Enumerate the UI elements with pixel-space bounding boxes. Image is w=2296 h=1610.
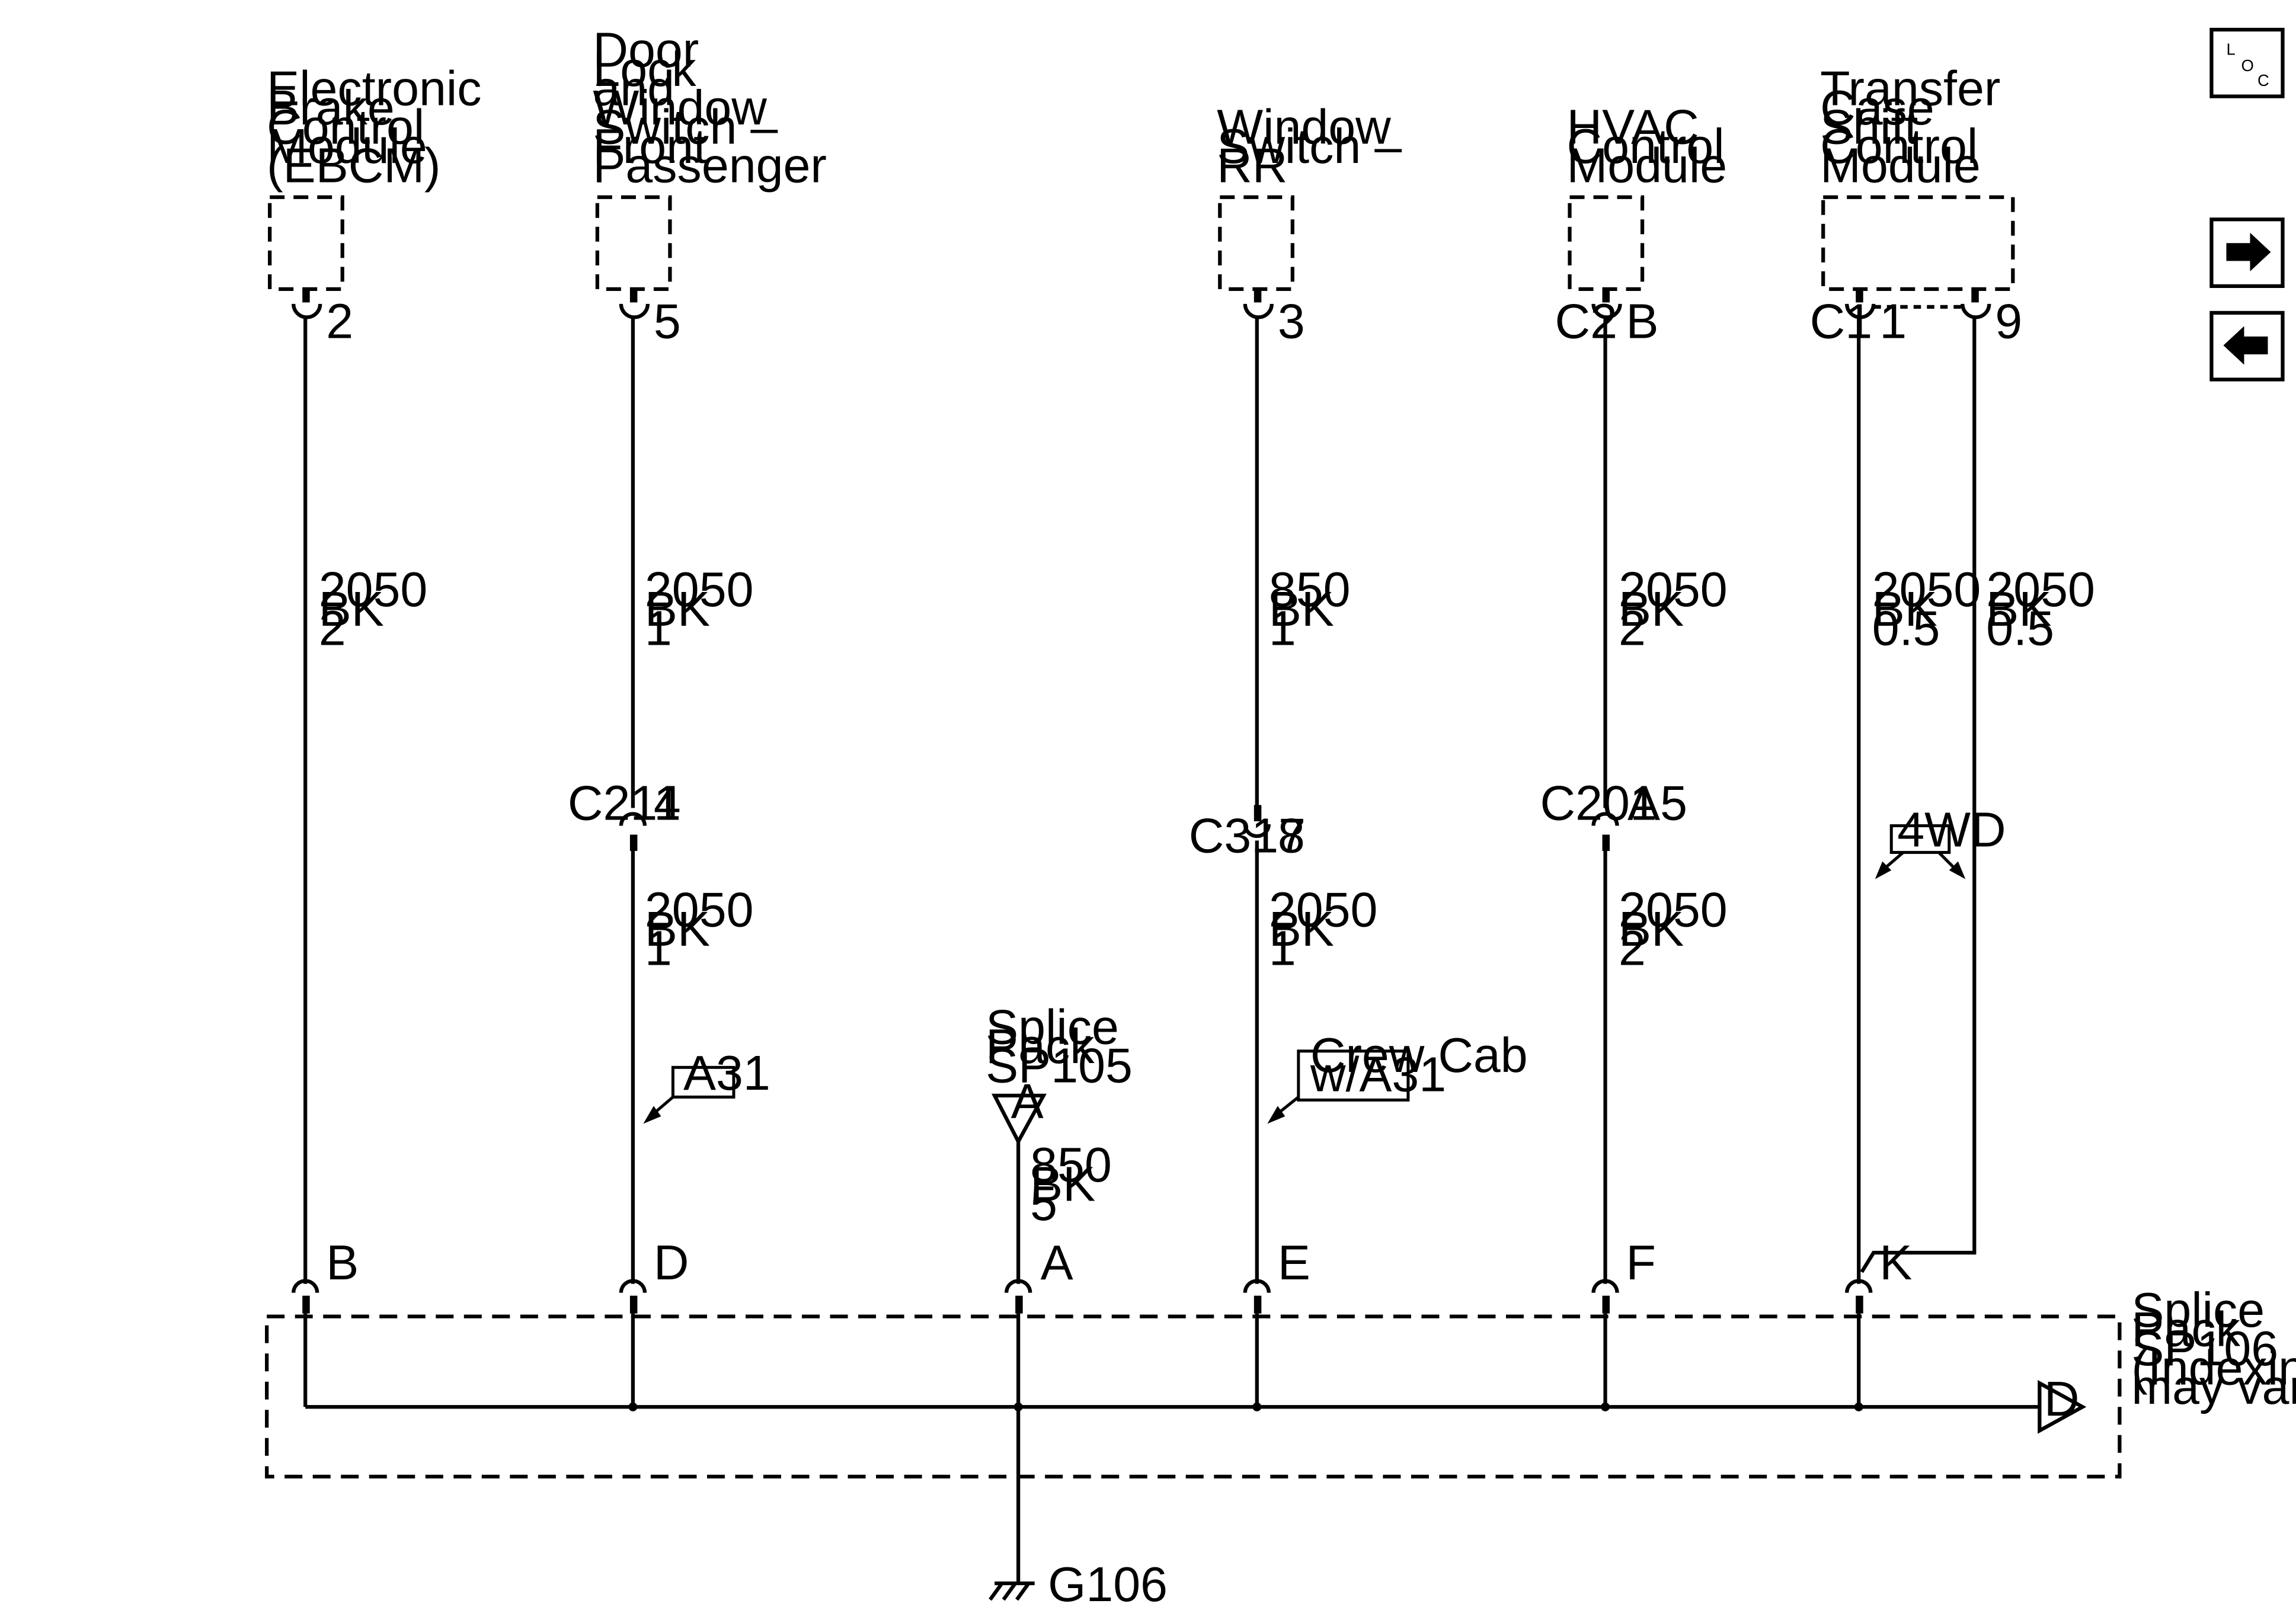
transfer-case-module-box (1821, 195, 2015, 291)
sp106-pin-d (619, 1279, 647, 1314)
a31-option-box (671, 1065, 736, 1099)
next-page-button[interactable] (2209, 217, 2285, 288)
sp106-pin-f-label: F (1626, 1235, 1656, 1290)
sp106-offpage-letter: D (2044, 1372, 2080, 1426)
transfer-case-pin-9 (1961, 289, 1991, 319)
splice-dot-d (628, 1402, 638, 1411)
fourwd-arrow-right-head (1949, 861, 1966, 879)
sp106-pin-e-label: E (1278, 1235, 1310, 1290)
sp106-pin-e (1243, 1279, 1271, 1314)
fourwd-option-box (1889, 824, 1951, 854)
location-button[interactable]: L O C (2209, 27, 2285, 98)
fourwd-option-label: 4WD (1897, 803, 2006, 857)
sp106-pin-a-label: A (1041, 1235, 1073, 1290)
sp105-label: Splice Pack SP105 (986, 1000, 1133, 1093)
sp106-box (265, 1314, 2122, 1478)
door-lock-pin (619, 289, 650, 319)
c317-id: C317 (1189, 809, 1306, 863)
transfer-case-pin-1-number: 1 (1879, 294, 1907, 348)
ebcm-pin (292, 289, 322, 319)
sp106-pin-k-label: K (1879, 1235, 1912, 1290)
c201-connector (1591, 812, 1619, 852)
arrow-left-icon (2223, 326, 2268, 365)
hvac-pin-number: B (1626, 294, 1659, 348)
fourwd-arrow-left-head (1875, 861, 1892, 879)
transfer-case-wire-9 (1860, 315, 1977, 1273)
sp105-wire-label: 850 BK 5 (1030, 1138, 1125, 1231)
splice-dot-f (1601, 1402, 1610, 1411)
door-lock-wire-lower-label: 2050 BK 1 (645, 883, 768, 976)
sp106-offpage-triangle (2038, 1379, 2087, 1434)
transfer-case-wire-9-label: 2050 BK 0.5 (1986, 562, 2109, 655)
a31-option-label: A31 (683, 1046, 770, 1100)
window-switch-pin (1243, 289, 1274, 319)
sp106-pin-k (1845, 1279, 1873, 1314)
sp105-letter: A (1011, 1074, 1044, 1128)
ground-icon (989, 1581, 1035, 1601)
sp106-pin-d-label: D (654, 1235, 689, 1290)
arrow-right-icon (2226, 232, 2271, 271)
sp106-pin-b-label: B (326, 1235, 359, 1290)
c317-pin-number: 8 (1278, 809, 1305, 863)
hvac-wire-upper-label: 2050 BK 2 (1619, 562, 1741, 655)
crew-cab-option-label: Crew Cab w/A31 (1310, 1028, 1542, 1102)
crew-cab-arrow-head (1267, 1106, 1285, 1124)
window-switch-rr-label: Window Switch – RR (1217, 100, 1415, 193)
sp106-pin-a (1005, 1279, 1032, 1314)
c201-pin-number: A5 (1627, 776, 1687, 831)
c317-connector (1243, 805, 1271, 838)
splice-dot-e (1252, 1402, 1262, 1411)
c201-id: C201 (1540, 776, 1657, 831)
sp105-triangle (992, 1093, 1047, 1146)
door-lock-pin-number: 5 (654, 294, 681, 348)
ebcm-label: Electronic Brake Control Module (EBCM) (267, 62, 495, 193)
hvac-module-label: HVAC Control Module (1567, 100, 1738, 193)
transfer-case-pin-9-number: 9 (1995, 294, 2022, 348)
hvac-wire-lower-label: 2050 BK 2 (1619, 883, 1741, 976)
previous-page-button[interactable] (2209, 311, 2285, 382)
ground-id: G106 (1048, 1557, 1168, 1610)
hvac-module-box (1568, 195, 1645, 291)
transfer-case-module-label: Transfer Case Shift Control Module (1820, 62, 2014, 193)
ebcm-box (268, 195, 344, 291)
window-switch-wire-upper-label: 850 BK 1 (1269, 562, 1364, 655)
sp106-pin-f (1591, 1279, 1619, 1314)
a31-arrow-head (643, 1106, 661, 1124)
splice-dot-k (1854, 1402, 1863, 1411)
window-switch-wire-lower-label: 2050 BK 1 (1269, 883, 1392, 976)
location-icon-l: L (2226, 40, 2235, 59)
splice-dot-a (1013, 1402, 1023, 1411)
door-lock-switch-box (595, 195, 672, 291)
location-icon-c: C (2257, 71, 2269, 89)
ebcm-pin-number: 2 (326, 294, 353, 348)
door-lock-switch-label: Door Lock and Window Switch – Front Pass… (593, 23, 826, 193)
c211-id: C211 (568, 776, 681, 831)
sp106-pin-b (292, 1279, 319, 1314)
window-switch-pin-number: 3 (1278, 294, 1305, 348)
crew-cab-option-box (1297, 1049, 1410, 1102)
sp106-label: Splice Pack SP106 (Indexing may vary) (2131, 1283, 2296, 1414)
window-switch-rr-box (1218, 195, 1294, 291)
ebcm-wire-label: 2050 BK 2 (319, 562, 442, 655)
transfer-case-connector-id: C1 (1810, 294, 1872, 348)
c211-pin-number: 4 (654, 776, 681, 831)
location-icon-o: O (2241, 56, 2253, 75)
door-lock-wire-upper-label: 2050 BK 1 (645, 562, 768, 655)
hvac-connector-id: C2 (1555, 294, 1617, 348)
c211-connector (619, 812, 647, 852)
transfer-case-wire-1-label: 2050 BK 0.5 (1872, 562, 1995, 655)
